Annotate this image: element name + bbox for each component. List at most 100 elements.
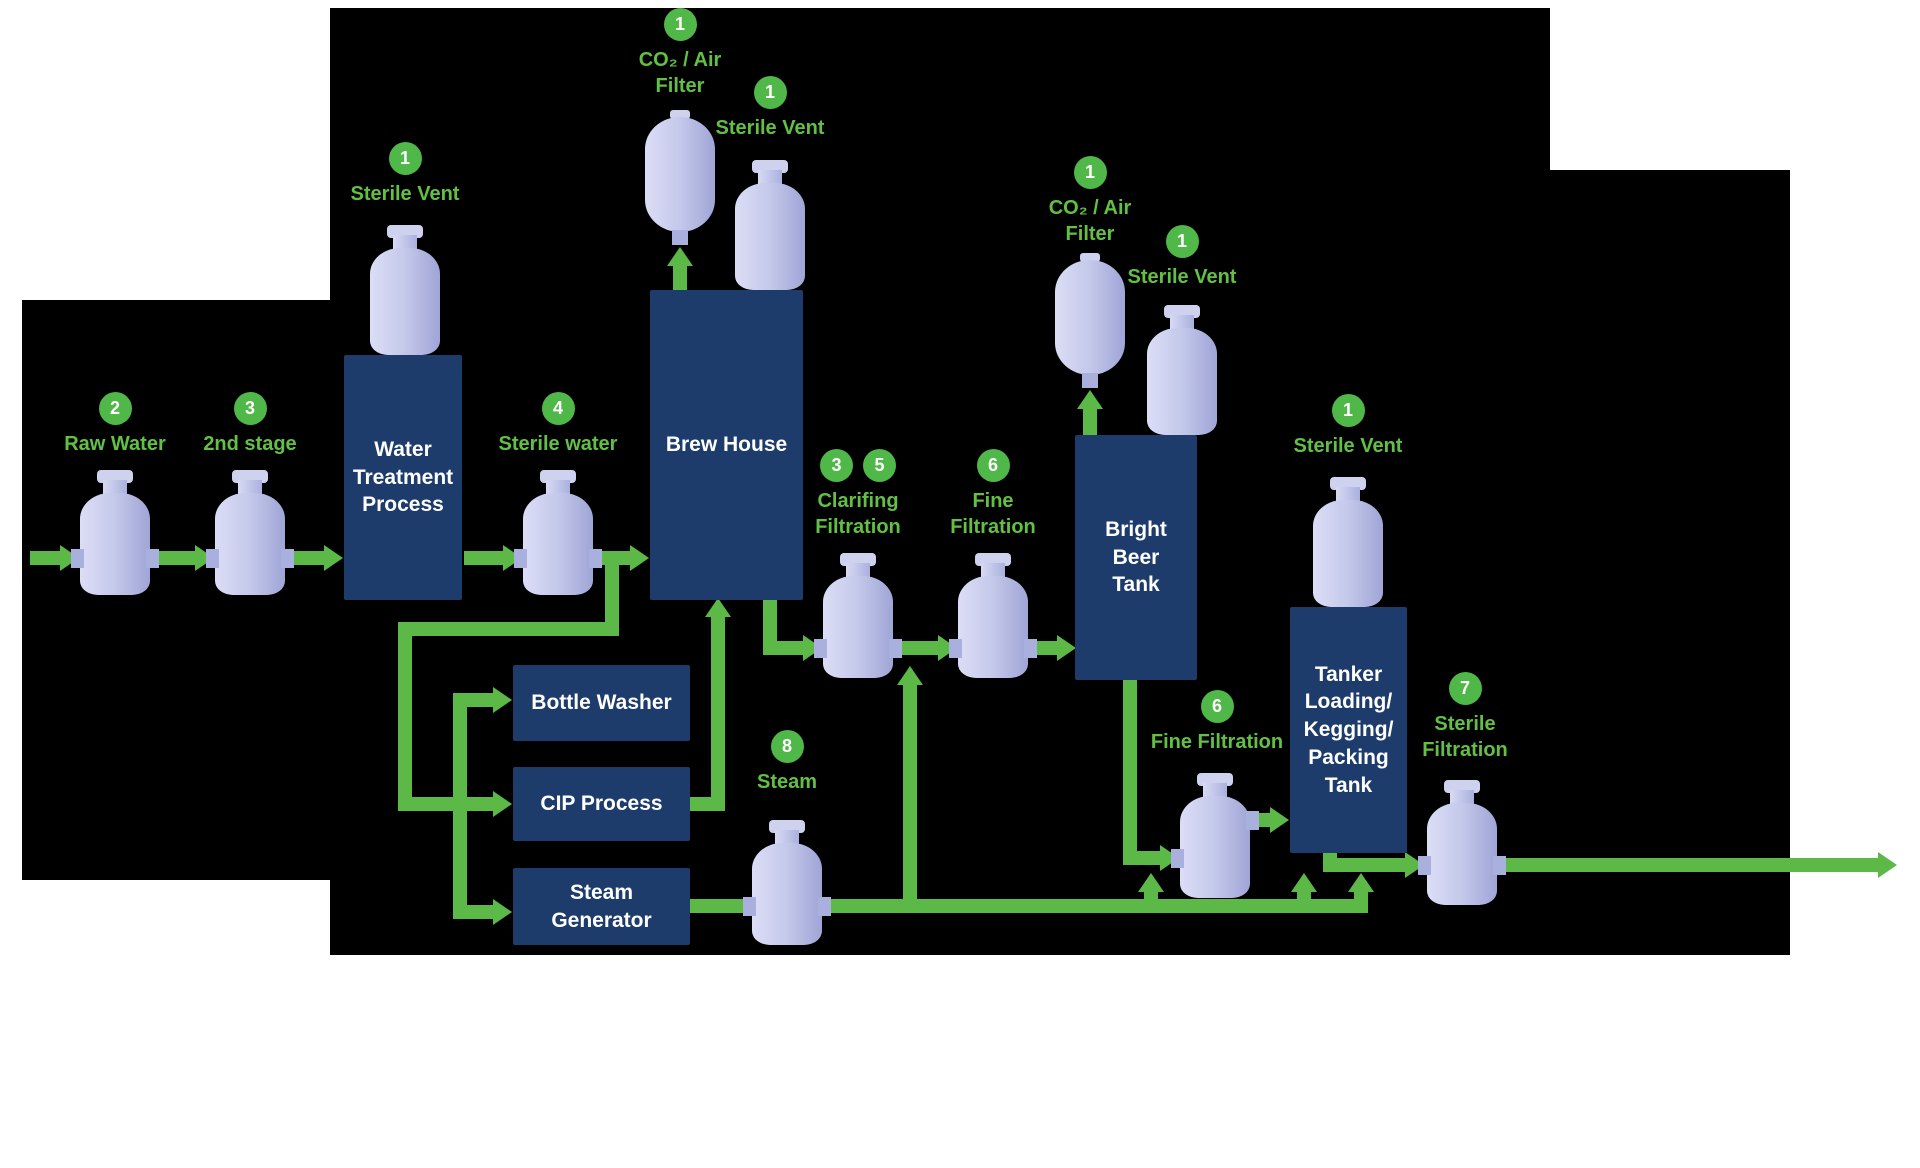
callout-label: 2nd stage bbox=[203, 433, 297, 455]
callout-label: Sterile Filtration bbox=[1422, 713, 1508, 761]
pipe-branch-down bbox=[605, 558, 619, 636]
pipe-cip-riser bbox=[711, 616, 725, 811]
arrow-into-co2-filter bbox=[667, 247, 693, 266]
bottle-neck bbox=[238, 480, 262, 495]
box-brew-house: Brew House bbox=[650, 290, 803, 600]
vessel-sterile-vent-wtp bbox=[370, 225, 440, 355]
bottle-body bbox=[1147, 328, 1217, 435]
pipe-2nd-to-wtp bbox=[287, 551, 324, 565]
step-badge: 6 bbox=[1200, 690, 1234, 723]
callout-fine-filtration-1: 6 Fine Filtration bbox=[913, 449, 1073, 540]
callout-label: Fine Filtration bbox=[1150, 731, 1284, 753]
pipe-wtp-to-sterile-water bbox=[464, 551, 503, 565]
pipe-tanker-to-sterilefilt bbox=[1323, 858, 1405, 872]
callout-fine-filtration-2: 6 Fine Filtration bbox=[1137, 690, 1297, 755]
box-tanker-loading: Tanker Loading/ Kegging/ Packing Tank bbox=[1290, 607, 1407, 853]
canister-body bbox=[645, 117, 715, 232]
pipe-brewhouse-to-co2filter bbox=[673, 265, 687, 295]
pipe-steam-riser-3 bbox=[1297, 891, 1311, 913]
port-left bbox=[71, 549, 84, 568]
bottle-cap bbox=[752, 160, 788, 173]
callout-label: CO₂ / Air Filter bbox=[638, 49, 722, 97]
arrow-into-steam-generator bbox=[493, 899, 512, 925]
box-bright-beer-tank: Bright Beer Tank bbox=[1075, 435, 1197, 680]
canister-cap bbox=[670, 110, 690, 119]
bottle-cap bbox=[232, 470, 268, 483]
bottle-neck bbox=[1203, 783, 1227, 798]
step-badge: 1 bbox=[388, 142, 422, 175]
vessel-fine-filtration-1 bbox=[949, 553, 1037, 678]
arrow-into-cip bbox=[493, 791, 512, 817]
port-left bbox=[206, 549, 219, 568]
box-brew-house-label: Brew House bbox=[665, 433, 788, 457]
bottle-neck bbox=[775, 830, 799, 845]
callout-bh-sterile-vent: 1 Sterile Vent bbox=[690, 76, 850, 141]
step-badge: 7 bbox=[1448, 672, 1482, 705]
bottle-body bbox=[523, 493, 593, 595]
callout-bbt-co2-air-filter: 1 CO₂ / Air Filter bbox=[1010, 156, 1170, 247]
pipe-to-bottle-washer bbox=[453, 693, 493, 707]
callout-bbt-sterile-vent: 1 Sterile Vent bbox=[1102, 225, 1262, 290]
bottle-neck bbox=[393, 235, 417, 250]
port-left bbox=[1418, 856, 1431, 875]
box-steam-generator-label: Steam Generator bbox=[551, 880, 652, 932]
bottle-cap bbox=[1444, 780, 1480, 793]
vessel-fine-filtration-2 bbox=[1171, 773, 1259, 898]
callout-label: Sterile Vent bbox=[1127, 266, 1237, 288]
pipe-bbt-drain bbox=[1123, 680, 1137, 865]
bottle-cap bbox=[1197, 773, 1233, 786]
port-right bbox=[1246, 811, 1259, 830]
port-right bbox=[818, 897, 831, 916]
bottle-cap bbox=[1164, 305, 1200, 318]
bottle-body bbox=[823, 576, 893, 678]
pipe-steam-riser-4 bbox=[1354, 891, 1368, 913]
arrow-into-bbt-co2-filter bbox=[1077, 390, 1103, 409]
bottle-body bbox=[735, 183, 805, 290]
step-badge: 3 bbox=[233, 392, 267, 425]
port-left bbox=[1171, 849, 1184, 868]
co2-air-filter-canister-brewhouse bbox=[645, 110, 715, 245]
pipe-bbt-to-co2filter bbox=[1083, 408, 1097, 440]
box-bright-beer-tank-label: Bright Beer Tank bbox=[1105, 517, 1167, 597]
port-right bbox=[589, 549, 602, 568]
step-badge: 2 bbox=[98, 392, 132, 425]
step-badge: 8 bbox=[770, 730, 804, 763]
port-right bbox=[146, 549, 159, 568]
pipe-drain-to-fine2 bbox=[1123, 851, 1160, 865]
step-badge: 1 bbox=[1165, 225, 1199, 258]
port-right bbox=[889, 639, 902, 658]
step-badge: 1 bbox=[1331, 394, 1365, 427]
bottle-body bbox=[215, 493, 285, 595]
pipe-branch-horizontal bbox=[398, 622, 619, 636]
arrow-into-bottle-washer bbox=[493, 687, 512, 713]
box-bottle-washer-label: Bottle Washer bbox=[531, 691, 672, 715]
bottle-cap bbox=[840, 553, 876, 566]
pipe-raw-to-2nd bbox=[152, 551, 195, 565]
step-badge: 4 bbox=[541, 392, 575, 425]
pipe-to-cip bbox=[398, 797, 493, 811]
step-badge: 5 bbox=[863, 449, 896, 482]
arrow-steam-up-3 bbox=[1291, 873, 1317, 892]
box-tanker-loading-label: Tanker Loading/ Kegging/ Packing Tank bbox=[1303, 662, 1394, 797]
bottle-body bbox=[958, 576, 1028, 678]
vessel-sterile-vent-bbt bbox=[1147, 305, 1217, 435]
arrow-into-water-treatment bbox=[324, 545, 343, 571]
callout-clarifying-filtration: 3 5 Clarifing Filtration bbox=[778, 449, 938, 540]
vessel-sterile-water bbox=[514, 470, 602, 595]
pipe-steam-riser-1 bbox=[903, 684, 917, 913]
callout-label: Fine Filtration bbox=[950, 490, 1036, 538]
callout-label: CO₂ / Air Filter bbox=[1048, 197, 1132, 245]
canister-body bbox=[1055, 260, 1125, 375]
bottle-body bbox=[80, 493, 150, 595]
pipe-inlet bbox=[30, 551, 60, 565]
bottle-cap bbox=[975, 553, 1011, 566]
box-water-treatment-label: Water Treatment Process bbox=[352, 437, 454, 517]
pipe-steam-riser-2 bbox=[1144, 891, 1158, 913]
port-right bbox=[1493, 856, 1506, 875]
vessel-steam bbox=[743, 820, 831, 945]
bottle-neck bbox=[103, 480, 127, 495]
port-right bbox=[281, 549, 294, 568]
step-badge: 6 bbox=[976, 449, 1010, 482]
bottle-neck bbox=[846, 563, 870, 578]
vessel-sterile-vent-tanker bbox=[1313, 477, 1383, 607]
